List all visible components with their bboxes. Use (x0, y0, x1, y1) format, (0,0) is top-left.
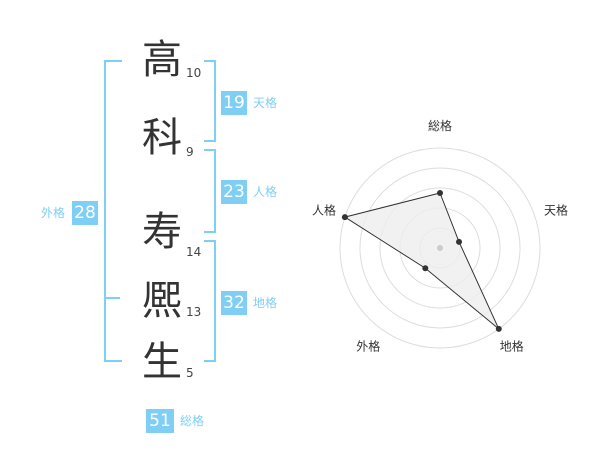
gaikaku-bracket-tick (104, 297, 120, 299)
radar-point-2 (456, 238, 463, 245)
radar-center-point (437, 245, 443, 251)
radar-grid-ring (359, 167, 521, 329)
stroke-count-5: 5 (186, 366, 194, 380)
radar-point-4 (422, 265, 429, 272)
gaikaku-badge: 28 (72, 201, 98, 225)
jinkaku-badge: 23 (221, 180, 247, 204)
radar-value-polygon (343, 192, 500, 330)
chikaku-badge: 32 (221, 291, 247, 315)
radar-grid-ring (339, 147, 541, 349)
stroke-count-3: 14 (186, 245, 202, 259)
radar-grid-ring (379, 187, 501, 309)
radar-point-1 (437, 190, 443, 196)
stroke-count-1: 10 (186, 66, 202, 80)
gaikaku-bracket (104, 60, 122, 362)
soukaku-label: 総格 (180, 414, 205, 428)
tenkaku-label: 天格 (253, 96, 278, 110)
name-char-3: 寿 (142, 209, 182, 255)
name-char-4: 熈 (142, 278, 182, 324)
jinkaku-bracket (204, 149, 216, 233)
chikaku-label: 地格 (253, 296, 278, 310)
name-char-1: 高 (142, 37, 182, 83)
stroke-count-2: 9 (186, 145, 194, 159)
radar-axis-label-3: 地格 (500, 339, 524, 354)
radar-axis-label-1: 総格 (428, 118, 452, 133)
radar-axis-label-4: 外格 (356, 339, 380, 354)
radar-point-3 (495, 325, 502, 332)
jinkaku-label: 人格 (253, 185, 278, 199)
soukaku-badge: 51 (146, 409, 174, 433)
name-char-5: 生 (142, 339, 182, 385)
radar-axis-label-5: 人格 (312, 202, 336, 217)
chikaku-bracket (204, 240, 216, 362)
name-char-2: 科 (142, 115, 182, 161)
tenkaku-badge: 19 (221, 91, 247, 115)
radar-axis-label-2: 天格 (544, 202, 568, 217)
stroke-count-4: 13 (186, 305, 202, 319)
radar-point-5 (341, 214, 348, 221)
gaikaku-label: 外格 (41, 206, 66, 220)
tenkaku-bracket (204, 60, 216, 142)
